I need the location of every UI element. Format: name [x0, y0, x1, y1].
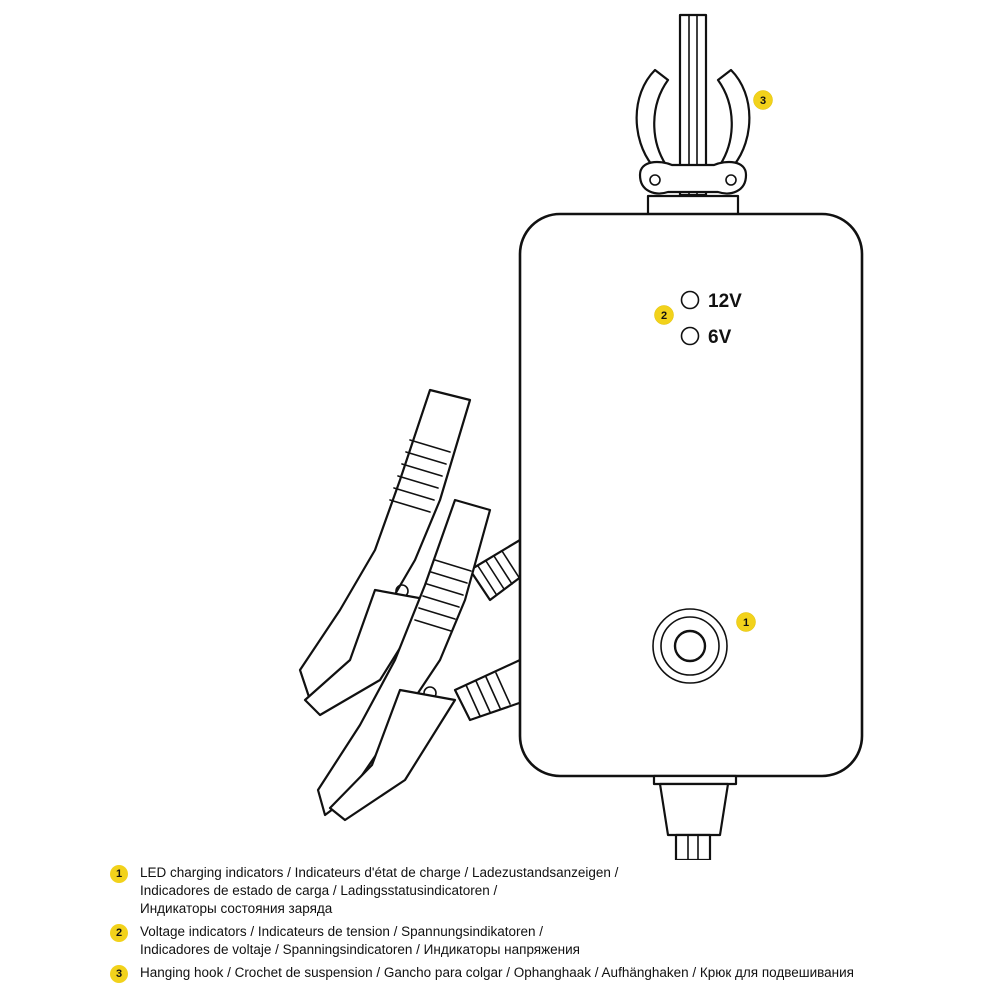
legend-line: Hanging hook / Crochet de suspension / G…: [140, 965, 854, 980]
led-12v-indicator: [680, 290, 700, 310]
legend-line: Voltage indicators / Indicateurs de tens…: [140, 924, 544, 939]
legend-line: LED charging indicators / Indicateurs d'…: [140, 865, 619, 880]
legend: 1 LED charging indicators / Indicateurs …: [110, 864, 990, 987]
legend-badge-2: 2: [110, 924, 128, 942]
legend-line: Индикаторы состояния заряда: [140, 901, 333, 916]
voltage-label-6v: 6V: [708, 327, 732, 348]
svg-text:1: 1: [743, 617, 749, 629]
hanging-hook: [635, 13, 751, 218]
legend-item-3: 3 Hanging hook / Crochet de suspension /…: [110, 964, 990, 983]
callout-badge-3: 3: [753, 90, 773, 110]
legend-line: Indicadores de voltaje / Spanningsindica…: [140, 942, 580, 957]
legend-line: Indicadores de estado de carga / Ladings…: [140, 883, 498, 898]
legend-item-2: 2 Voltage indicators / Indicateurs de te…: [110, 923, 990, 959]
legend-item-1: 1 LED charging indicators / Indicateurs …: [110, 864, 990, 918]
legend-badge-3: 3: [110, 965, 128, 983]
legend-badge-1: 1: [110, 865, 128, 883]
led-6v-indicator: [680, 326, 700, 346]
battery-charger-diagram: 12V 6V 3 2 1: [298, 13, 864, 860]
svg-text:2: 2: [661, 310, 667, 322]
callout-badge-2: 2: [654, 305, 674, 325]
led-charging-indicator: [652, 608, 728, 684]
charger-body: 12V 6V: [518, 212, 864, 778]
svg-text:3: 3: [760, 95, 766, 107]
battery-clamps: [298, 388, 532, 822]
power-cable: [652, 774, 738, 860]
voltage-label-12v: 12V: [708, 291, 742, 312]
callout-badge-1: 1: [736, 612, 756, 632]
